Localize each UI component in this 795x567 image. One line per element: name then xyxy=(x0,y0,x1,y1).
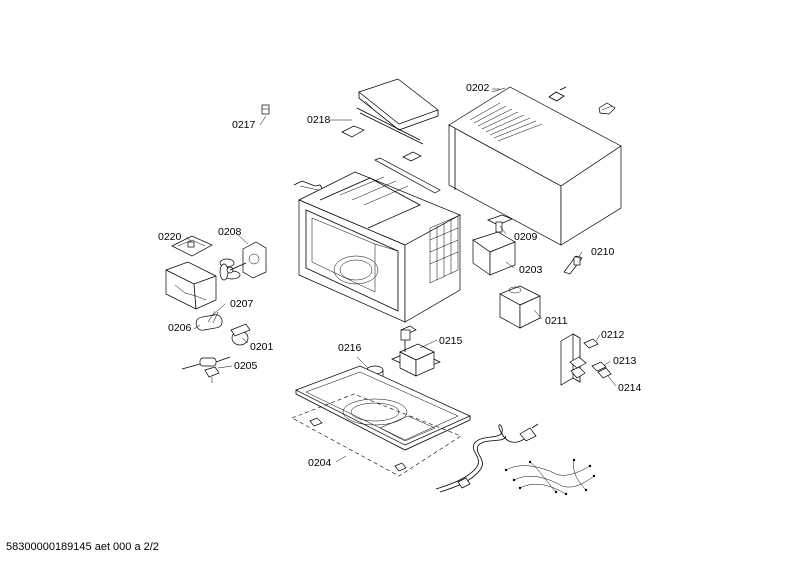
outer-cover-0202 xyxy=(448,86,622,246)
air-duct xyxy=(165,261,217,310)
motor-0201 xyxy=(230,323,251,346)
cover-clips xyxy=(548,86,616,115)
waveguide-0203 xyxy=(472,231,516,276)
label-0212: 0212 xyxy=(601,329,625,341)
label-0206: 0206 xyxy=(168,322,192,334)
label-0220: 0220 xyxy=(158,231,182,243)
small-part-0217 xyxy=(259,104,270,126)
door-switch-block xyxy=(560,333,612,386)
magnetron-0215 xyxy=(391,325,441,377)
label-0210: 0210 xyxy=(591,246,615,258)
bracket-0210 xyxy=(563,255,583,275)
label-0211: 0211 xyxy=(545,315,568,327)
label-0205: 0205 xyxy=(234,360,258,372)
fan-blades xyxy=(219,258,247,281)
transformer-0211 xyxy=(499,285,541,329)
connector-0209 xyxy=(487,214,513,233)
label-0216: 0216 xyxy=(338,342,362,354)
power-cord xyxy=(435,423,539,493)
label-0201: 0201 xyxy=(250,341,274,353)
control-bracket-0220 xyxy=(171,235,213,257)
label-0204: 0204 xyxy=(308,457,332,469)
base-plate-0204 xyxy=(291,365,471,477)
capacitor-0206 xyxy=(195,310,223,331)
label-0203: 0203 xyxy=(519,264,543,276)
label-0215: 0215 xyxy=(439,335,463,347)
label-0218: 0218 xyxy=(307,114,331,126)
label-0214: 0214 xyxy=(618,382,642,394)
top-plate-0218 xyxy=(341,78,439,162)
label-0213: 0213 xyxy=(613,355,637,367)
leader-lines xyxy=(185,88,617,463)
fan-bracket-0208 xyxy=(242,241,267,279)
label-0217: 0217 xyxy=(232,119,256,131)
label-0207: 0207 xyxy=(230,298,254,310)
fuse-0205 xyxy=(181,356,231,383)
label-0208: 0208 xyxy=(218,226,242,238)
oven-cavity-chassis xyxy=(293,157,461,323)
document-footer: 58300000189145 aet 000 a 2/2 xyxy=(6,541,159,553)
wiring-harness xyxy=(504,458,596,496)
label-0209: 0209 xyxy=(514,231,538,243)
label-0202: 0202 xyxy=(466,82,490,94)
